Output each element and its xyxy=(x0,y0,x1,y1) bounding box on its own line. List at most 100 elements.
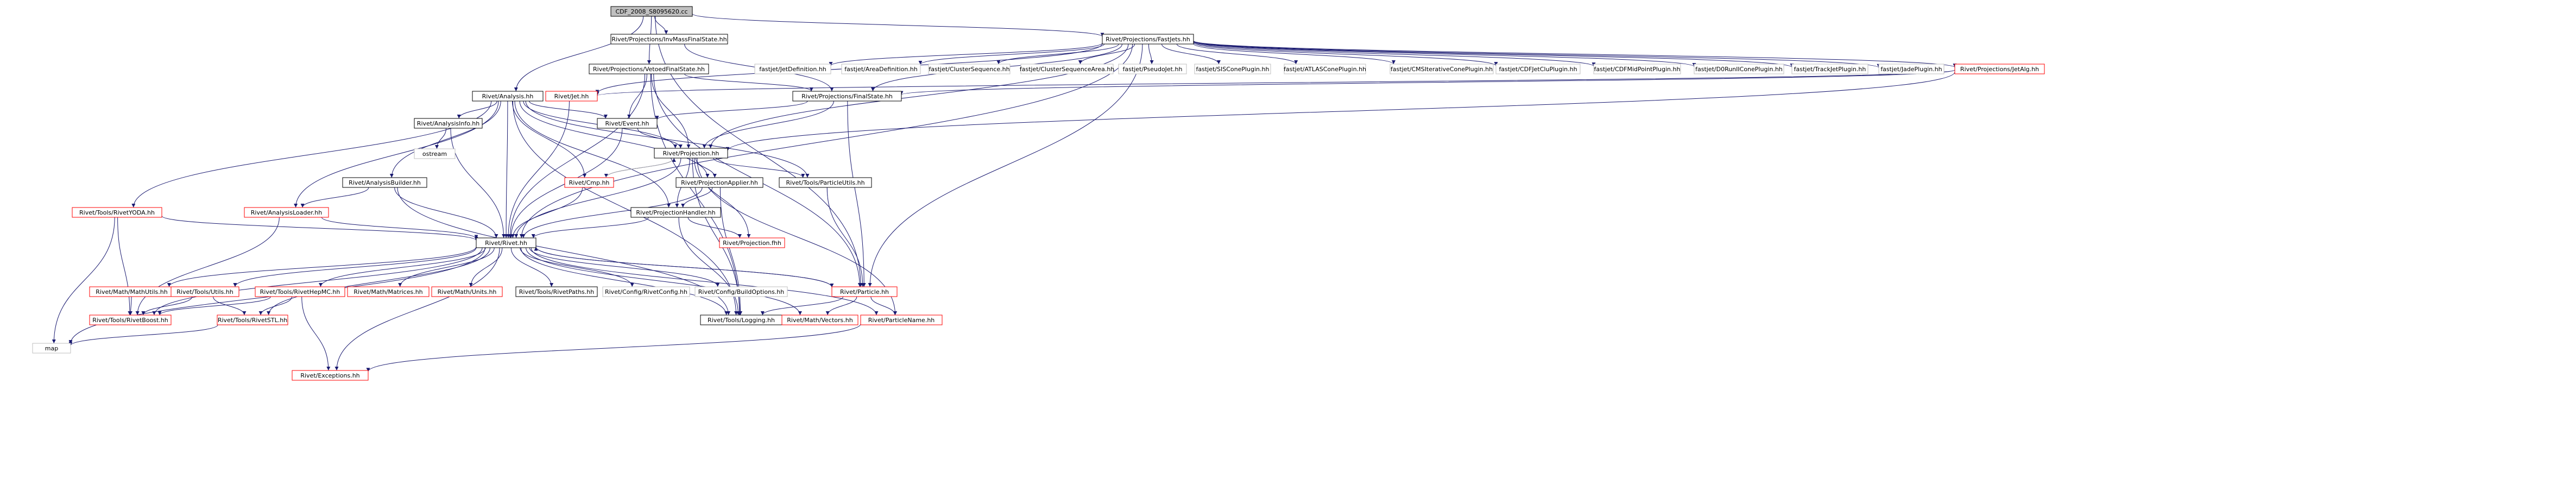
node-jet[interactable]: Rivet/Jet.hh xyxy=(545,91,598,102)
edge-utils-to-rivetstl xyxy=(213,296,247,316)
node-analysis[interactable]: Rivet/Analysis.hh xyxy=(472,91,544,102)
node-matrices[interactable]: Rivet/Math/Matrices.hh xyxy=(347,286,430,297)
node-map-label: map xyxy=(45,345,58,352)
node-fj_jetdef-label: fastjet/JetDefinition.hh xyxy=(759,66,826,73)
node-jet-label: Rivet/Jet.hh xyxy=(554,93,589,100)
node-matrices-label: Rivet/Math/Matrices.hh xyxy=(353,288,422,296)
node-vetoed-box xyxy=(589,64,709,74)
node-projfhh[interactable]: Rivet/Projection.fhh xyxy=(719,237,785,248)
edge-event-to-projection xyxy=(637,128,683,149)
node-event-label: Rivet/Event.hh xyxy=(605,120,649,127)
edge-analysis-to-rivet xyxy=(504,100,508,238)
node-fj_jade[interactable]: fastjet/JadePlugin.hh xyxy=(1878,64,1944,74)
node-mathutils[interactable]: Rivet/Math/MathUtils.hh xyxy=(89,286,174,297)
node-analysis-box xyxy=(472,91,544,102)
node-projection[interactable]: Rivet/Projection.hh xyxy=(654,148,728,159)
node-rivet[interactable]: Rivet/Rivet.hh xyxy=(476,237,536,248)
edge-vetoed-to-projection xyxy=(651,73,691,149)
node-particleutils-box xyxy=(779,177,872,188)
node-vetoed-label: Rivet/Projections/VetoedFinalState.hh xyxy=(593,66,705,73)
node-rivetstl[interactable]: Rivet/Tools/RivetSTL.hh xyxy=(217,315,288,325)
node-cmp[interactable]: Rivet/Cmp.hh xyxy=(564,177,614,188)
node-fj_cms-label: fastjet/CMSIterativeConePlugin.hh xyxy=(1391,66,1493,73)
node-ostream[interactable]: ostream xyxy=(414,148,456,159)
node-exceptions[interactable]: Rivet/Exceptions.hh xyxy=(292,370,369,381)
node-finalstate-box xyxy=(792,91,902,102)
node-root[interactable]: CDF_2008_S8095620.cc xyxy=(610,6,693,17)
node-fj_d0[interactable]: fastjet/D0RunIIConePlugin.hh xyxy=(1694,64,1784,74)
node-fastjets-box xyxy=(1102,34,1194,45)
node-analysisbuilder-label: Rivet/AnalysisBuilder.hh xyxy=(349,179,421,186)
node-vetoed[interactable]: Rivet/Projections/VetoedFinalState.hh xyxy=(589,64,709,74)
node-buildoptions[interactable]: Rivet/Config/BuildOptions.hh xyxy=(694,286,788,297)
node-fj_cs[interactable]: fastjet/ClusterSequence.hh xyxy=(928,64,1011,74)
node-event[interactable]: Rivet/Event.hh xyxy=(597,118,658,129)
edge-fastjets-to-jetalg xyxy=(1193,40,1957,68)
node-particlename[interactable]: Rivet/ParticleName.hh xyxy=(860,315,943,325)
edge-rivet-to-particlename xyxy=(531,247,879,316)
edge-rivet-to-vectors xyxy=(526,247,802,316)
edge-rivetstl-to-map xyxy=(68,324,218,346)
node-invmass-box xyxy=(610,34,728,45)
node-rivethepmc[interactable]: Rivet/Tools/RivetHepMC.hh xyxy=(255,286,345,297)
node-projapplier[interactable]: Rivet/ProjectionApplier.hh xyxy=(675,177,763,188)
node-fj_jetdef[interactable]: fastjet/JetDefinition.hh xyxy=(754,64,831,74)
node-rivetyoda[interactable]: Rivet/Tools/RivetYODA.hh xyxy=(72,207,162,218)
node-utils[interactable]: Rivet/Tools/Utils.hh xyxy=(171,286,239,297)
node-vectors[interactable]: Rivet/Math/Vectors.hh xyxy=(781,315,858,325)
node-particleutils[interactable]: Rivet/Tools/ParticleUtils.hh xyxy=(779,177,872,188)
node-fj_cdfmp-label: fastjet/CDFMidPointPlugin.hh xyxy=(1594,66,1681,73)
node-root-label: CDF_2008_S8095620.cc xyxy=(615,8,687,15)
node-projfhh-box xyxy=(719,237,785,248)
node-units[interactable]: Rivet/Math/Units.hh xyxy=(431,286,503,297)
node-fj_track-label: fastjet/TrackJetPlugin.hh xyxy=(1794,66,1866,73)
edge-analysisinfo-to-rivet xyxy=(450,128,506,238)
node-fj_cdfmp[interactable]: fastjet/CDFMidPointPlugin.hh xyxy=(1593,64,1681,74)
node-particle[interactable]: Rivet/Particle.hh xyxy=(831,286,898,297)
edge-analysis-to-event xyxy=(529,100,608,119)
node-projhandler[interactable]: Rivet/ProjectionHandler.hh xyxy=(630,207,721,218)
node-fj_jetdef-box xyxy=(754,64,831,74)
node-jetalg[interactable]: Rivet/Projections/JetAlg.hh xyxy=(1954,64,2045,74)
node-fj_cms-box xyxy=(1390,64,1494,74)
node-invmass[interactable]: Rivet/Projections/InvMassFinalState.hh xyxy=(610,34,728,45)
node-fj_sis[interactable]: fastjet/SISConePlugin.hh xyxy=(1194,64,1271,74)
node-rivetyoda-label: Rivet/Tools/RivetYODA.hh xyxy=(79,209,155,216)
node-ostream-box xyxy=(414,148,456,159)
edge-analysis-to-analysisloader xyxy=(294,100,499,208)
edge-projapplier-to-rivet xyxy=(521,187,703,238)
node-rivethepmc-label: Rivet/Tools/RivetHepMC.hh xyxy=(260,288,340,296)
node-fj_pj[interactable]: fastjet/PseudoJet.hh xyxy=(1118,64,1187,74)
node-rivetpaths[interactable]: Rivet/Tools/RivetPaths.hh xyxy=(515,286,598,297)
edge-finalstate-to-event xyxy=(655,100,808,120)
node-fj_track[interactable]: fastjet/TrackJetPlugin.hh xyxy=(1791,64,1868,74)
node-logging[interactable]: Rivet/Tools/Logging.hh xyxy=(700,315,782,325)
node-fj_track-box xyxy=(1791,64,1868,74)
node-fj_cs-label: fastjet/ClusterSequence.hh xyxy=(929,66,1009,73)
edge-projection-to-particleutils xyxy=(713,158,805,178)
node-projfhh-label: Rivet/Projection.fhh xyxy=(723,240,781,247)
edge-rivetyoda-to-map xyxy=(52,217,115,344)
edge-particle-to-logging xyxy=(760,296,844,316)
node-fj_csa[interactable]: fastjet/ClusterSequenceArea.hh xyxy=(1020,64,1115,74)
node-fastjets-label: Rivet/Projections/FastJets.hh xyxy=(1106,36,1190,43)
node-fj_area[interactable]: fastjet/AreaDefinition.hh xyxy=(841,64,921,74)
node-analysisinfo[interactable]: Rivet/AnalysisInfo.hh xyxy=(414,118,483,129)
node-fj_cms[interactable]: fastjet/CMSIterativeConePlugin.hh xyxy=(1390,64,1494,74)
node-map[interactable]: map xyxy=(32,343,71,354)
edge-fastjets-to-fj_cdfjc xyxy=(1193,42,1498,66)
edge-fastjets-to-rivet xyxy=(519,43,1133,238)
node-finalstate[interactable]: Rivet/Projections/FinalState.hh xyxy=(792,91,902,102)
node-rivetboost[interactable]: Rivet/Tools/RivetBoost.hh xyxy=(89,315,172,325)
node-analysisbuilder[interactable]: Rivet/AnalysisBuilder.hh xyxy=(342,177,427,188)
node-fastjets[interactable]: Rivet/Projections/FastJets.hh xyxy=(1102,34,1194,45)
edge-cmp-to-rivet xyxy=(510,187,583,238)
edge-finalstate-to-particle xyxy=(847,100,866,287)
node-rivetconfig[interactable]: Rivet/Config/RivetConfig.hh xyxy=(602,286,690,297)
node-analysisloader[interactable]: Rivet/AnalysisLoader.hh xyxy=(244,207,329,218)
node-event-box xyxy=(597,118,658,129)
node-fj_cdfjc[interactable]: fastjet/CDFJetCluPlugin.hh xyxy=(1495,64,1581,74)
node-fj_atlas[interactable]: fastjet/ATLASConePlugin.hh xyxy=(1284,64,1366,74)
node-rivetconfig-label: Rivet/Config/RivetConfig.hh xyxy=(605,288,687,296)
